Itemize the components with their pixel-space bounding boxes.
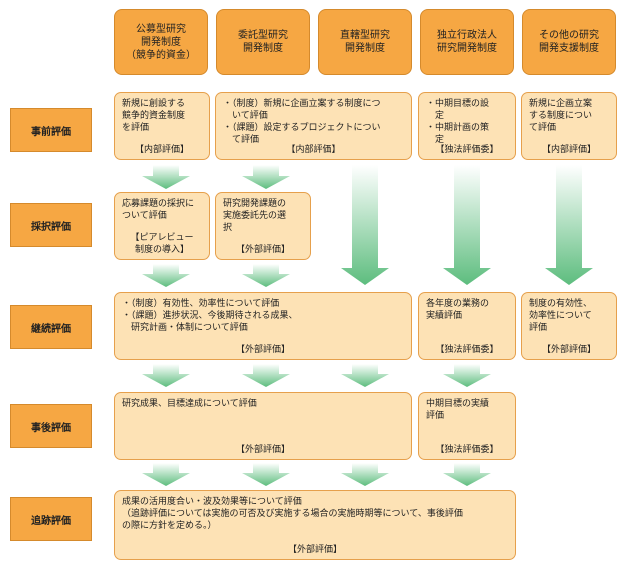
arrow-dokuho-pre xyxy=(443,165,491,285)
box-follow-up-main: 成果の活用度合い・波及効果等について評価 （追跡評価については実施の可否及び実施… xyxy=(114,490,516,560)
box-text: 中期目標の実績 評価 xyxy=(426,399,490,421)
box-text: 新規に創設する 競争的資金制度 を評価 xyxy=(122,99,186,133)
box-post-dokuho: 中期目標の実績 評価 【独法評価委】 xyxy=(418,392,516,460)
box-text: 各年度の業務の 実績評価 xyxy=(426,299,490,321)
box-footer: 【外部評価】 xyxy=(541,345,596,355)
stage-label-post: 事後評価 xyxy=(10,404,92,448)
stage-label-pre: 事前評価 xyxy=(10,108,92,152)
arrow-other-pre xyxy=(545,165,593,285)
box-selection-kobo: 応募課題の採択に ついて評価 【ピアレビュー 制度の導入】 xyxy=(114,192,210,260)
box-continuation-main: ・（制度）有効性、効率性について評価 ・（課題）進捗状況、今後期待される成果、 … xyxy=(114,292,412,360)
column-header-dokuho: 独立行政法人 研究開発制度 xyxy=(420,9,514,75)
arrow-itaku-cont xyxy=(242,364,290,387)
column-header-itaku: 委託型研究 開発制度 xyxy=(216,9,310,75)
arrow-kobo-sel xyxy=(142,264,190,287)
stage-label-selection: 採択評価 xyxy=(10,203,92,247)
box-text: 成果の活用度合い・波及効果等について評価 （追跡評価については実施の可否及び実施… xyxy=(122,497,463,531)
box-post-main: 研究成果、目標達成について評価 【外部評価】 xyxy=(114,392,412,460)
box-pre-kobo: 新規に創設する 競争的資金制度 を評価 【内部評価】 xyxy=(114,92,210,160)
column-header-other: その他の研究 開発支援制度 xyxy=(522,9,616,75)
box-footer: 【内部評価】 xyxy=(134,145,189,155)
box-text: 研究開発課題の 実施委託先の選 択 xyxy=(223,199,287,233)
box-text: 新規に企画立案 する制度につい て評価 xyxy=(529,99,593,133)
box-text: ・（制度）有効性、効率性について評価 ・（課題）進捗状況、今後期待される成果、 … xyxy=(122,299,298,333)
box-footer: 【外部評価】 xyxy=(235,245,290,255)
box-text: 制度の有効性、 効率性について 評価 xyxy=(529,299,593,333)
box-pre-other: 新規に企画立案 する制度につい て評価 【内部評価】 xyxy=(521,92,617,160)
stage-label-follow-up: 追跡評価 xyxy=(10,497,92,541)
box-text: 応募課題の採択に ついて評価 xyxy=(122,199,195,221)
column-header-kobo: 公募型研究 開発制度 （競争的資金） xyxy=(114,9,208,75)
arrow-dokuho-post xyxy=(443,463,491,486)
box-continuation-dokuho: 各年度の業務の 実績評価 【独法評価委】 xyxy=(418,292,516,360)
arrow-dokuho-cont xyxy=(443,364,491,387)
box-text: ・（制度）新規に企画立案する制度につ いて評価 ・（課題）設定するプロジェクトに… xyxy=(223,99,381,145)
arrow-kobo-post xyxy=(142,463,190,486)
arrow-chokkatsu-cont xyxy=(341,364,389,387)
box-pre-itaku: ・（制度）新規に企画立案する制度につ いて評価 ・（課題）設定するプロジェクトに… xyxy=(215,92,412,160)
box-footer: 【独法評価委】 xyxy=(435,145,499,155)
arrow-kobo-cont xyxy=(142,364,190,387)
box-footer: 【ピアレビュー 制度の導入】 xyxy=(130,233,194,255)
arrow-itaku-post xyxy=(242,463,290,486)
box-footer: 【外部評価】 xyxy=(235,345,290,355)
arrow-chokkatsu-long xyxy=(341,165,389,285)
box-pre-dokuho: ・中期目標の設 定 ・中期計画の策 定 【独法評価委】 xyxy=(418,92,516,160)
box-footer: 【独法評価委】 xyxy=(435,345,499,355)
box-footer: 【内部評価】 xyxy=(541,145,596,155)
box-footer: 【内部評価】 xyxy=(286,145,341,155)
arrow-itaku-sel xyxy=(242,264,290,287)
arrow-itaku-pre xyxy=(242,165,290,189)
box-selection-itaku: 研究開発課題の 実施委託先の選 択 【外部評価】 xyxy=(215,192,311,260)
arrow-chokkatsu-post xyxy=(341,463,389,486)
box-footer: 【外部評価】 xyxy=(287,545,342,555)
arrow-kobo-pre xyxy=(142,165,190,189)
box-continuation-other: 制度の有効性、 効率性について 評価 【外部評価】 xyxy=(521,292,617,360)
box-text: 研究成果、目標達成について評価 xyxy=(122,399,257,409)
box-text: ・中期目標の設 定 ・中期計画の策 定 xyxy=(426,99,490,145)
box-footer: 【外部評価】 xyxy=(235,445,290,455)
column-header-chokkatsu: 直轄型研究 開発制度 xyxy=(318,9,412,75)
box-footer: 【独法評価委】 xyxy=(435,445,499,455)
stage-label-continuation: 継続評価 xyxy=(10,305,92,349)
